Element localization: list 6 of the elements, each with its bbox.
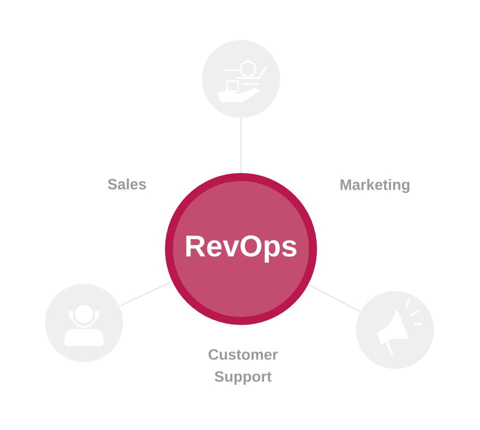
connector-line xyxy=(119,281,173,307)
category-label: Sales xyxy=(108,178,146,190)
category-label: Marketing xyxy=(340,178,410,194)
category-label: Customer Support xyxy=(208,349,278,385)
connector-line xyxy=(308,284,361,312)
icon-circle xyxy=(202,40,280,118)
